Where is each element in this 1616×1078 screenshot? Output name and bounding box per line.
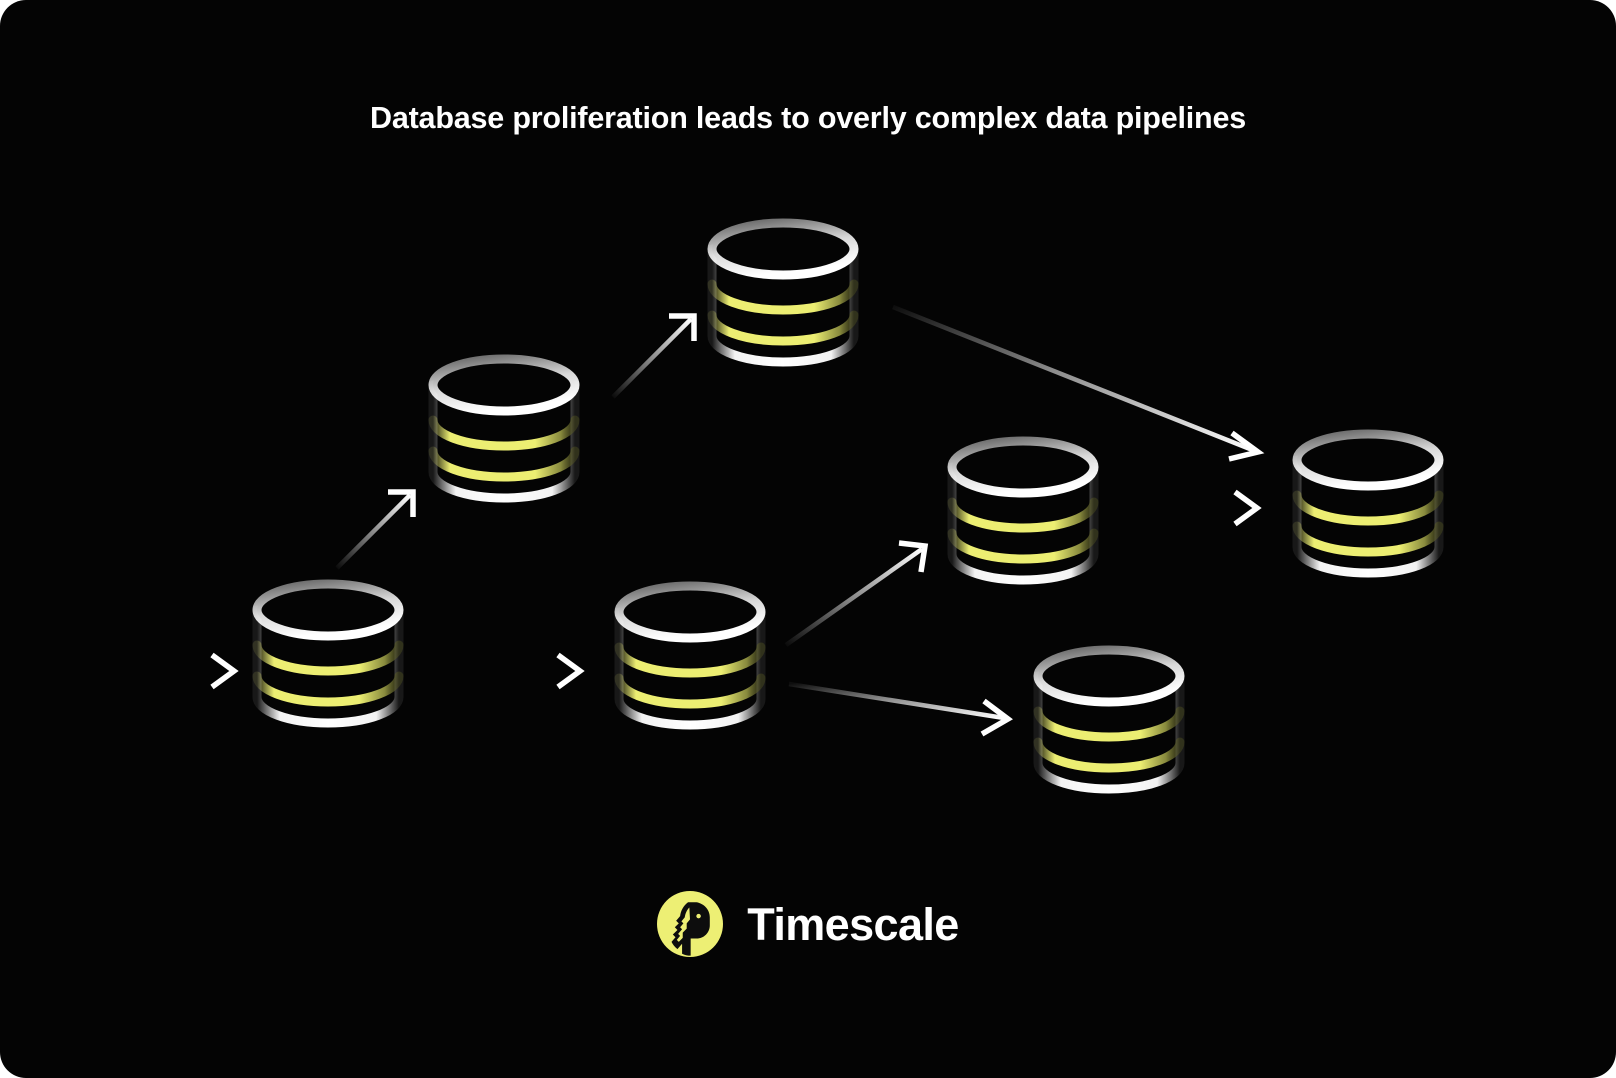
arrow-inlet-to-source bbox=[95, 652, 239, 690]
database-node-top-center[interactable] bbox=[712, 223, 854, 362]
arrow-top-to-far-right bbox=[892, 304, 1265, 462]
database-node-mid-right[interactable] bbox=[952, 441, 1094, 580]
arrow-mid-right-to-far-right bbox=[1118, 489, 1262, 527]
page-title: Database proliferation leads to overly c… bbox=[370, 101, 1246, 135]
brand-name: Timescale bbox=[747, 898, 959, 950]
database-node-bottom-right[interactable] bbox=[1038, 650, 1180, 789]
database-node-far-right[interactable] bbox=[1297, 434, 1439, 573]
arrow-source-to-middle bbox=[440, 652, 585, 690]
database-node-middle[interactable] bbox=[619, 586, 761, 725]
arrow-middle-to-mid-right bbox=[784, 540, 929, 647]
brand-lockup: Timescale bbox=[0, 884, 1616, 964]
arrow-upper-left-to-top bbox=[611, 313, 697, 399]
database-node-upper-left[interactable] bbox=[433, 359, 575, 498]
database-node-source[interactable] bbox=[257, 584, 399, 723]
arrow-source-to-upper-left bbox=[335, 489, 416, 570]
timescale-tiger-logo-icon bbox=[657, 891, 724, 957]
arrow-middle-to-bottom-right bbox=[788, 681, 1013, 737]
